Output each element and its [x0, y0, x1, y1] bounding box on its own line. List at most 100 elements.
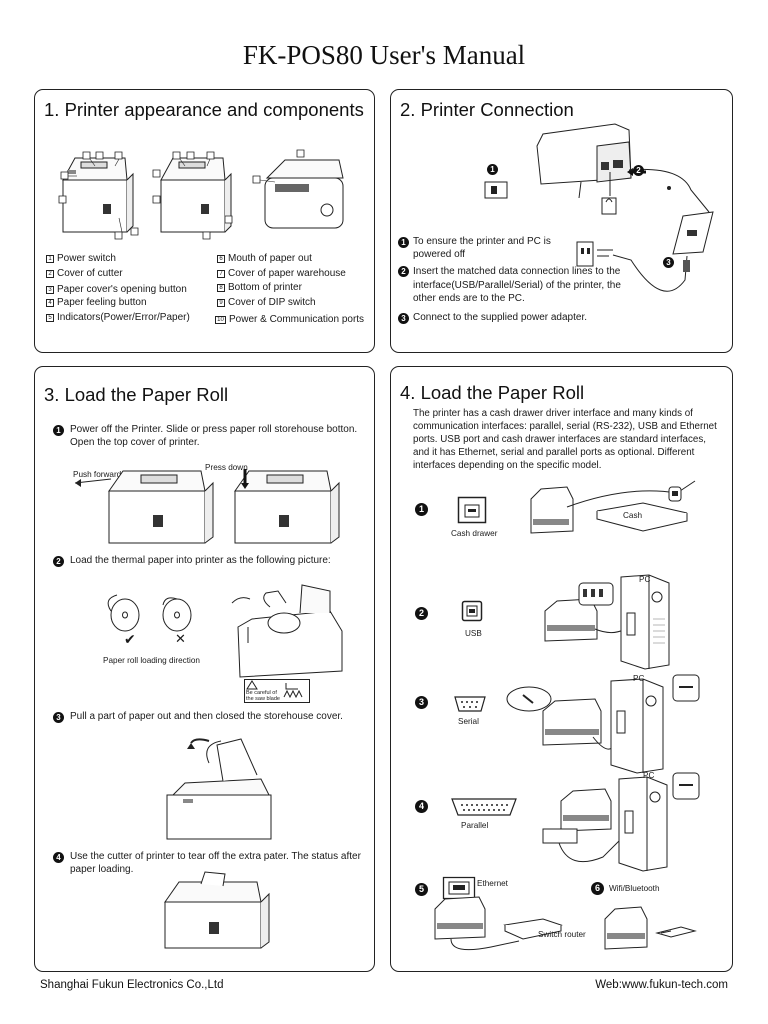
step-text: Insert the matched data connection lines…	[413, 266, 621, 304]
item-number: 2	[415, 607, 428, 620]
item-label: USB	[465, 629, 482, 638]
step-number: 4	[53, 852, 64, 863]
item-number: 6	[591, 882, 604, 895]
section-connection: 2. Printer Connection 1 2 3	[390, 89, 733, 353]
step-number: 2	[398, 266, 409, 277]
legend-number: 5	[46, 313, 54, 322]
step-number: 1	[53, 425, 64, 436]
legend-label: Paper cover's opening button	[57, 284, 187, 295]
legend-label: Cover of paper warehouse	[228, 268, 346, 279]
wifi-printer-illustration	[601, 905, 701, 953]
cash-drawer-illustration	[527, 485, 717, 545]
printer-close-illustration	[161, 737, 281, 843]
legend-number: 4	[46, 298, 54, 307]
step-text: Load the thermal paper into printer as t…	[70, 555, 331, 566]
section-interfaces: 4. Load the Paper Roll The printer has a…	[390, 366, 733, 972]
section-title: 3. Load the Paper Roll	[44, 384, 229, 405]
section-title: 2. Printer Connection	[400, 99, 574, 120]
legend-number: 3	[46, 285, 54, 294]
step-text: Connect to the supplied power adapter.	[413, 312, 588, 323]
item-number: 3	[415, 696, 428, 709]
section-title: 1. Printer appearance and components	[44, 99, 364, 120]
usb-port-icon	[462, 601, 482, 621]
section-appearance: 1. Printer appearance and components	[34, 89, 375, 353]
item-number: 4	[415, 800, 428, 813]
printer-back-illustration	[257, 154, 349, 238]
cash-label: Cash	[623, 511, 643, 520]
item-number: 1	[415, 503, 428, 516]
item-label: Wifi/Bluetooth	[609, 884, 660, 893]
item-label: Parallel	[461, 821, 489, 830]
pc-usb-illustration	[539, 569, 719, 673]
printer-final-illustration	[161, 872, 271, 952]
pc-serial-illustration	[503, 673, 713, 775]
serial-port-icon	[451, 695, 489, 713]
ethernet-port-icon	[443, 877, 475, 899]
cross-mark: ✕	[175, 632, 186, 647]
printer-front-illustration	[55, 150, 135, 240]
page-title: FK-POS80 User's Manual	[242, 40, 526, 70]
printer-push-illustration	[105, 465, 215, 547]
item-label: Cash drawer	[451, 529, 498, 538]
legend-number: 8	[217, 283, 225, 292]
connection-illustration	[391, 90, 734, 310]
ethernet-router-illustration	[431, 895, 581, 959]
pc-label: PC	[639, 575, 651, 584]
item-number: 5	[415, 883, 428, 896]
step-text: Use the cutter of printer to tear off th…	[70, 851, 361, 875]
step-number: 1	[398, 237, 409, 248]
marker-3: 3	[663, 257, 674, 268]
step-text: Power off the Printer. Slide or press pa…	[70, 424, 358, 448]
item-label: Serial	[458, 717, 479, 726]
legend-number: 2	[46, 269, 54, 278]
legend-label: Indicators(Power/Error/Paper)	[57, 312, 190, 323]
marker-2: 2	[633, 165, 644, 176]
marker-1: 1	[487, 164, 498, 175]
legend-label: Power switch	[57, 253, 116, 264]
label-direction: Paper roll loading direction	[103, 656, 200, 665]
legend-label: Cover of cutter	[57, 268, 123, 279]
legend-label: Mouth of paper out	[228, 253, 312, 264]
label-press-down: Press down	[205, 463, 248, 472]
check-mark: ✔	[124, 632, 136, 648]
legend-label: Cover of DIP switch	[228, 297, 316, 308]
step-text: To ensure the printer and PC is powered …	[413, 236, 551, 260]
cash-drawer-port-icon	[458, 497, 486, 523]
pc-label: PC	[643, 771, 655, 780]
section-title: 4. Load the Paper Roll	[400, 382, 585, 403]
printer-press-illustration	[231, 465, 341, 547]
caution-text: Be careful of the saw blade	[246, 690, 280, 702]
pc-label: PC	[633, 674, 645, 683]
caution-box	[244, 679, 310, 703]
step-number: 3	[53, 712, 64, 723]
switch-router-label: Switch router	[538, 930, 586, 939]
footer-company: Shanghai Fukun Electronics Co.,Ltd	[40, 979, 224, 991]
legend-label: Paper feeling button	[57, 297, 147, 308]
intro-text: The printer has a cash drawer driver int…	[413, 408, 717, 471]
parallel-port-icon	[448, 797, 520, 817]
step-number: 3	[398, 313, 409, 324]
callout-markers	[35, 90, 376, 250]
label-push-forward: Push forward	[73, 470, 122, 479]
legend-number: 7	[217, 269, 225, 278]
item-label: Ethernet	[477, 879, 508, 888]
legend-number: 10	[215, 315, 226, 324]
step-text: Pull a part of paper out and then closed…	[70, 711, 343, 722]
paper-roll-illustration	[95, 593, 195, 643]
legend-number: 9	[217, 298, 225, 307]
section-load-paper: 3. Load the Paper Roll 1 Power off the P…	[34, 366, 375, 972]
paper-loading-illustration	[230, 581, 360, 681]
pc-parallel-illustration	[539, 771, 719, 875]
footer-web-link[interactable]: Web:www.fukun-tech.com	[595, 979, 728, 991]
legend-number: 1	[46, 254, 54, 263]
